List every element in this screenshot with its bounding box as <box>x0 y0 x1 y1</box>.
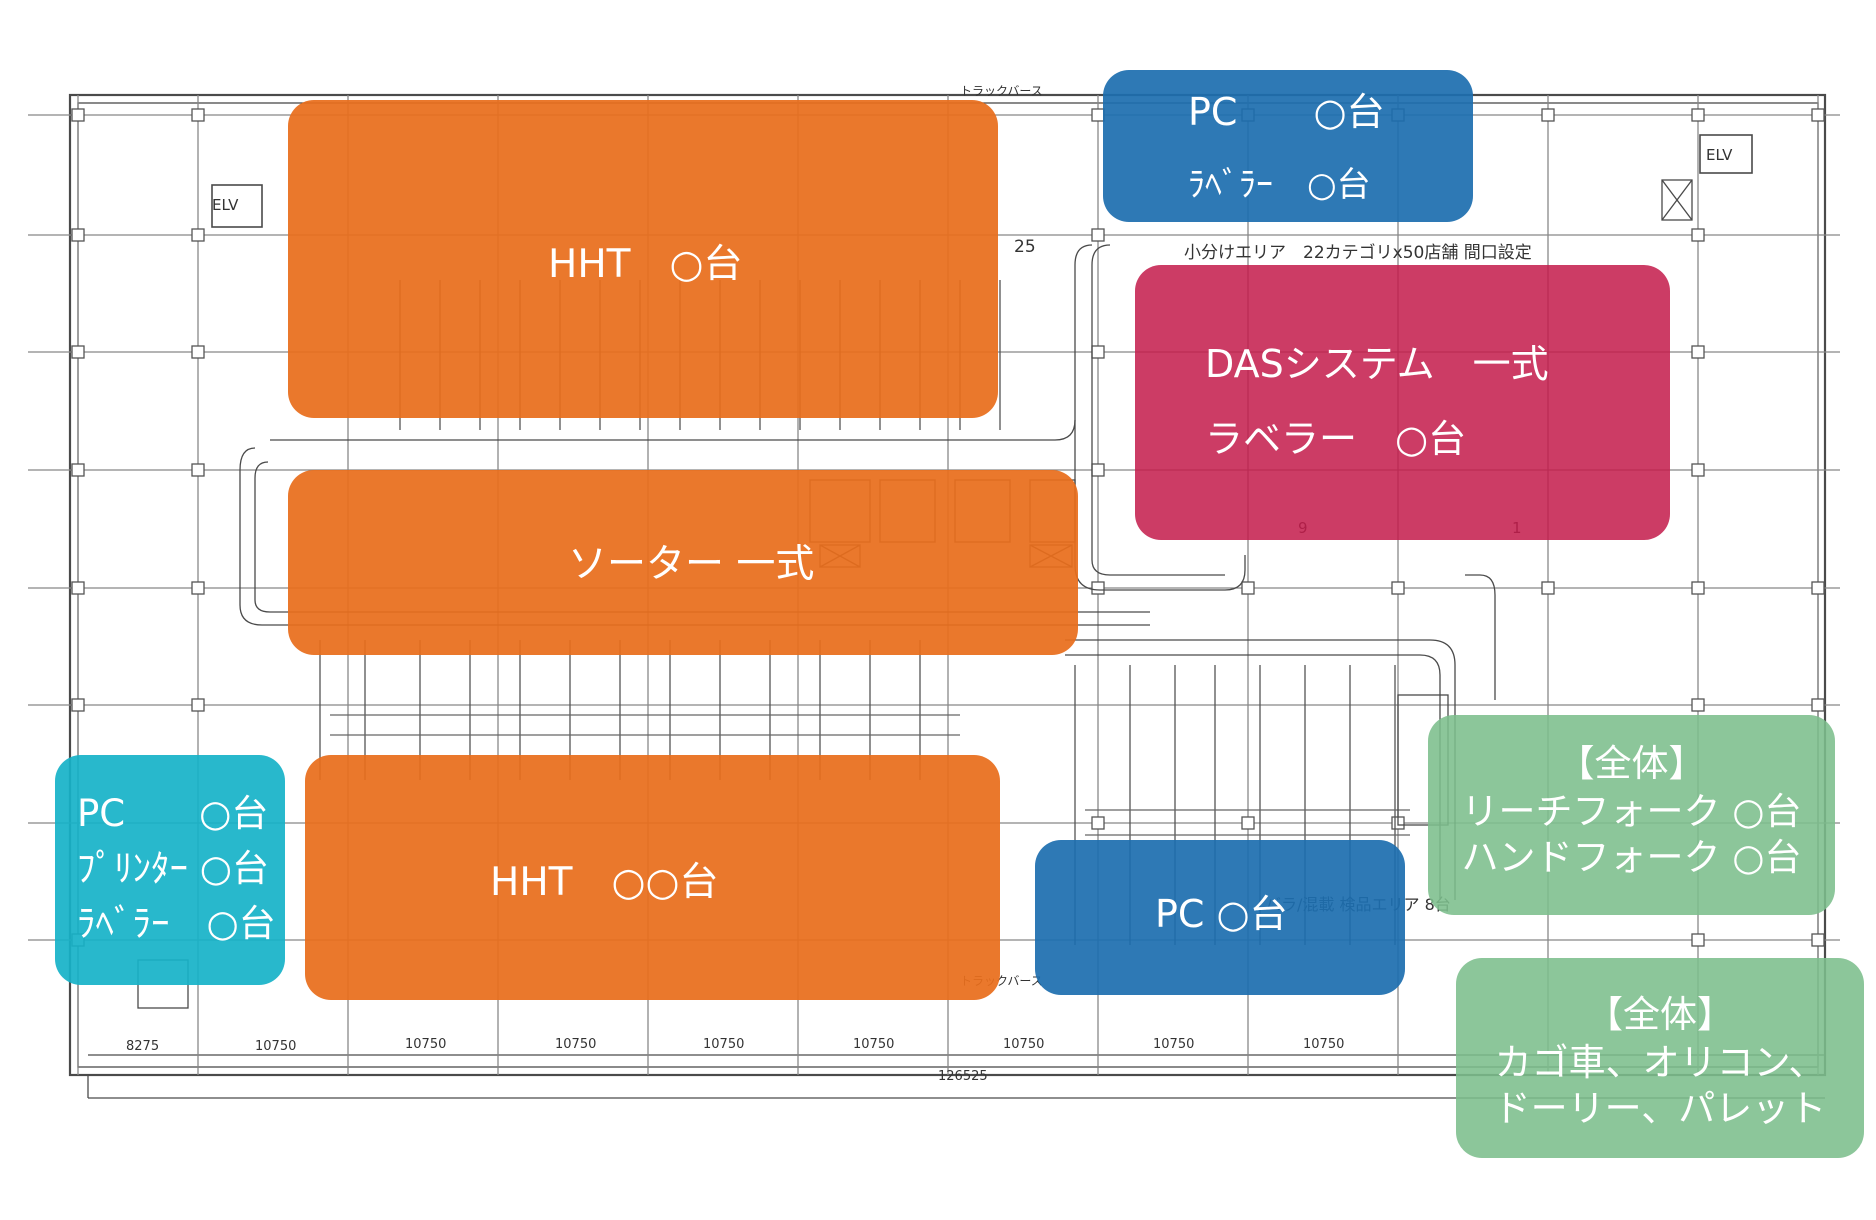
sorter-box: ソーター 一式 <box>288 470 1078 655</box>
dimension-label: 10750 <box>255 1039 296 1054</box>
forklift-reach: リーチフォーク ○台 <box>1461 790 1802 833</box>
pc-left-line1: PC ○台 <box>77 792 269 835</box>
pc-top-box: PC ○台 ﾗﾍﾞﾗｰ ○台 <box>1103 70 1473 222</box>
forklift-heading: 【全体】 <box>1557 742 1706 785</box>
sorting-area-label: 小分けエリア 22カテゴリx50店舗 間口設定 <box>1184 242 1532 263</box>
dimension-label: 10750 <box>555 1037 596 1052</box>
pc-left-line3: ﾗﾍﾞﾗｰ ○台 <box>77 902 276 945</box>
dimension-label: 10750 <box>853 1037 894 1052</box>
das-line2: ラベラー ○台 <box>1205 417 1467 461</box>
carts-line3: ドーリー、パレット <box>1493 1087 1827 1130</box>
pc-bottom-label: PC ○台 <box>1155 892 1288 936</box>
sorter-label: ソーター 一式 <box>568 542 815 587</box>
dimension-label: 10750 <box>405 1037 446 1052</box>
elv-label-left: ELV <box>212 196 239 214</box>
dimension-label: 8275 <box>126 1039 159 1054</box>
dimension-label: 10750 <box>703 1037 744 1052</box>
dimension-label: 10750 <box>1303 1037 1344 1052</box>
carts-heading: 【全体】 <box>1586 993 1734 1036</box>
elv-label-right: ELV <box>1706 146 1733 164</box>
hht-top-label: HHT ○台 <box>548 242 743 287</box>
forklift-hand: ハンドフォーク ○台 <box>1461 836 1802 879</box>
das-line1: DASシステム 一式 <box>1205 342 1549 386</box>
carts-line2: カゴ車、オリコン、 <box>1494 1041 1826 1084</box>
lane-number: 25 <box>1014 237 1036 257</box>
das-box: DASシステム 一式 ラベラー ○台 <box>1135 265 1670 540</box>
pc-bottom-box: PC ○台 <box>1035 840 1405 995</box>
hht-top-box: HHT ○台 <box>288 100 998 418</box>
pc-left-box: PC ○台 ﾌﾟﾘﾝﾀｰ ○台 ﾗﾍﾞﾗｰ ○台 <box>55 755 285 985</box>
total-dimension-label: 126525 <box>938 1069 988 1084</box>
pc-top-line1: PC ○台 <box>1188 90 1385 134</box>
overall-forklift-box: 【全体】 リーチフォーク ○台 ハンドフォーク ○台 <box>1428 715 1835 915</box>
pc-left-line2: ﾌﾟﾘﾝﾀｰ ○台 <box>77 847 270 890</box>
dimension-label: 10750 <box>1153 1037 1194 1052</box>
pc-top-line2: ﾗﾍﾞﾗｰ ○台 <box>1188 165 1371 205</box>
hht-bottom-box: HHT ○○台 <box>305 755 1000 1000</box>
truck-berth-top: トラックバース <box>960 84 1043 98</box>
overall-carts-box: 【全体】 カゴ車、オリコン、 ドーリー、パレット <box>1456 958 1864 1158</box>
dimension-label: 10750 <box>1003 1037 1044 1052</box>
hht-bottom-label: HHT ○○台 <box>490 860 719 905</box>
